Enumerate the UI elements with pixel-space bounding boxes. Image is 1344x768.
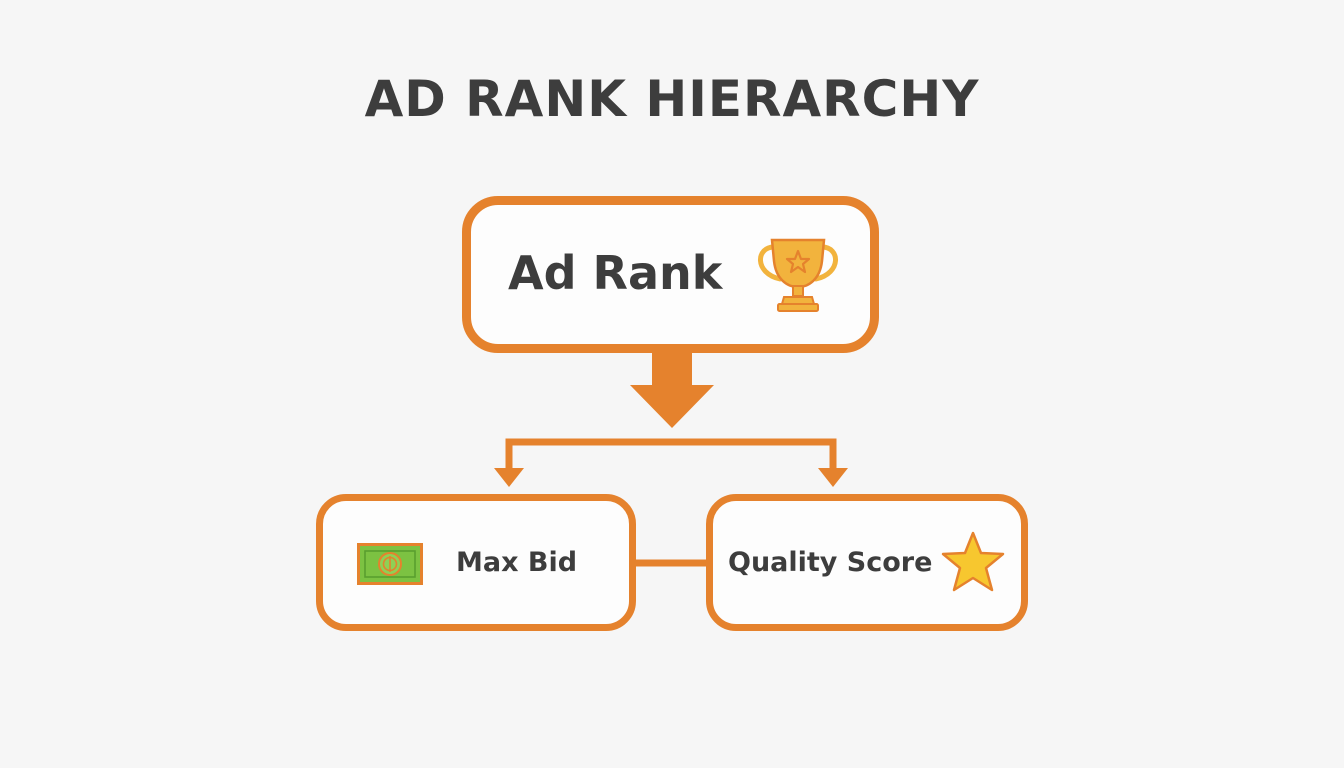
left-arrowhead (494, 468, 524, 487)
diagram-title: AD RANK HIERARCHY (364, 70, 980, 128)
quality-score-label: Quality Score (728, 547, 933, 578)
right-arrowhead (818, 468, 848, 487)
split-connector (505, 438, 837, 470)
star-icon (940, 530, 1006, 598)
money-icon (356, 542, 424, 590)
trophy-icon (752, 235, 844, 319)
max-bid-label: Max Bid (456, 547, 578, 578)
main-down-arrow (630, 352, 714, 428)
ad-rank-label: Ad Rank (508, 246, 723, 300)
